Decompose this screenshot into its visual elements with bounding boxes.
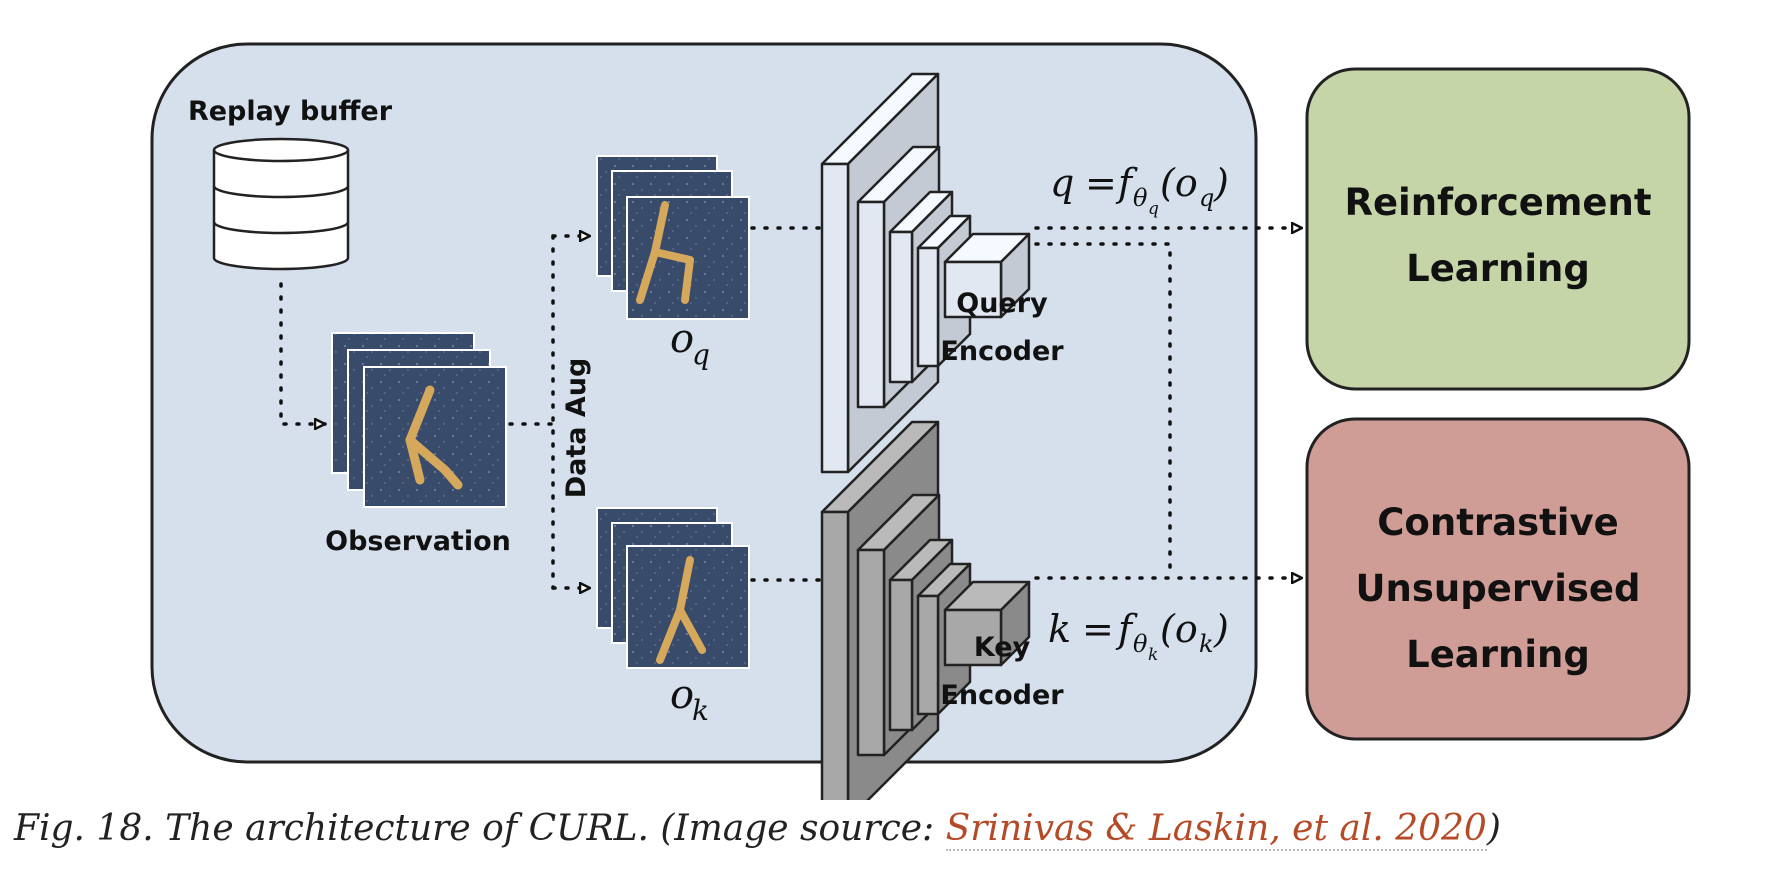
svg-text:θ: θ bbox=[1133, 630, 1148, 658]
query-observation-frames bbox=[596, 155, 750, 320]
figure-caption: Fig. 18. The architecture of CURL. (Imag… bbox=[14, 808, 1754, 851]
svg-text:): ) bbox=[1213, 161, 1229, 205]
observation-label: Observation bbox=[325, 526, 511, 557]
database-icon bbox=[212, 137, 350, 271]
source-link[interactable]: Srinivas & Laskin, et al. 2020 bbox=[945, 808, 1487, 851]
svg-text:q: q bbox=[692, 338, 710, 371]
replay-buffer-label: Replay buffer bbox=[188, 96, 393, 127]
svg-text:(o: (o bbox=[1160, 161, 1198, 205]
svg-text:(o: (o bbox=[1160, 607, 1198, 651]
diagram-canvas: Replay buffer Observation Data Aug bbox=[150, 42, 1691, 800]
rl-box-line1: Reinforcement bbox=[1344, 181, 1651, 224]
svg-text:o: o bbox=[670, 316, 694, 362]
caption-text: Fig. 18. The architecture of CURL. (Imag… bbox=[14, 808, 946, 849]
svg-text:q: q bbox=[1199, 184, 1214, 212]
cul-box-line2: Unsupervised bbox=[1356, 567, 1641, 610]
buffer-to-observation-arrow bbox=[279, 282, 327, 424]
cul-box-line1: Contrastive bbox=[1377, 501, 1618, 544]
svg-text:=: = bbox=[1085, 161, 1117, 205]
contrastive-learning-box bbox=[1305, 417, 1691, 741]
svg-text:θ: θ bbox=[1133, 184, 1148, 212]
svg-text:k: k bbox=[1148, 645, 1158, 665]
key-encoder-label-line1: Key bbox=[974, 632, 1031, 663]
query-encoder-label-line2: Encoder bbox=[940, 336, 1064, 367]
observation-frames bbox=[331, 332, 507, 508]
key-observation-frames bbox=[596, 507, 750, 669]
cul-box-line3: Learning bbox=[1406, 633, 1590, 676]
data-aug-label: Data Aug bbox=[561, 358, 592, 499]
query-encoder bbox=[820, 72, 1031, 474]
svg-text:k: k bbox=[692, 694, 709, 727]
svg-text:q: q bbox=[1148, 199, 1159, 219]
svg-text:q: q bbox=[1050, 161, 1074, 205]
svg-text:k: k bbox=[1199, 630, 1214, 658]
svg-text:o: o bbox=[670, 672, 694, 718]
o-q-label: o q bbox=[670, 316, 710, 371]
reinforcement-learning-box bbox=[1305, 67, 1691, 391]
caption-suffix: ) bbox=[1486, 808, 1501, 849]
svg-text:=: = bbox=[1082, 607, 1114, 651]
key-encoder-label-line2: Encoder bbox=[940, 680, 1064, 711]
query-encoder-label-line1: Query bbox=[956, 288, 1048, 319]
key-encoder bbox=[820, 420, 1031, 800]
rl-box-line2: Learning bbox=[1406, 247, 1590, 290]
o-k-label: o k bbox=[670, 672, 709, 727]
svg-text:): ) bbox=[1213, 607, 1229, 651]
svg-text:k: k bbox=[1048, 607, 1071, 651]
key-formula: k = f θ k (o k ) bbox=[1048, 607, 1229, 665]
